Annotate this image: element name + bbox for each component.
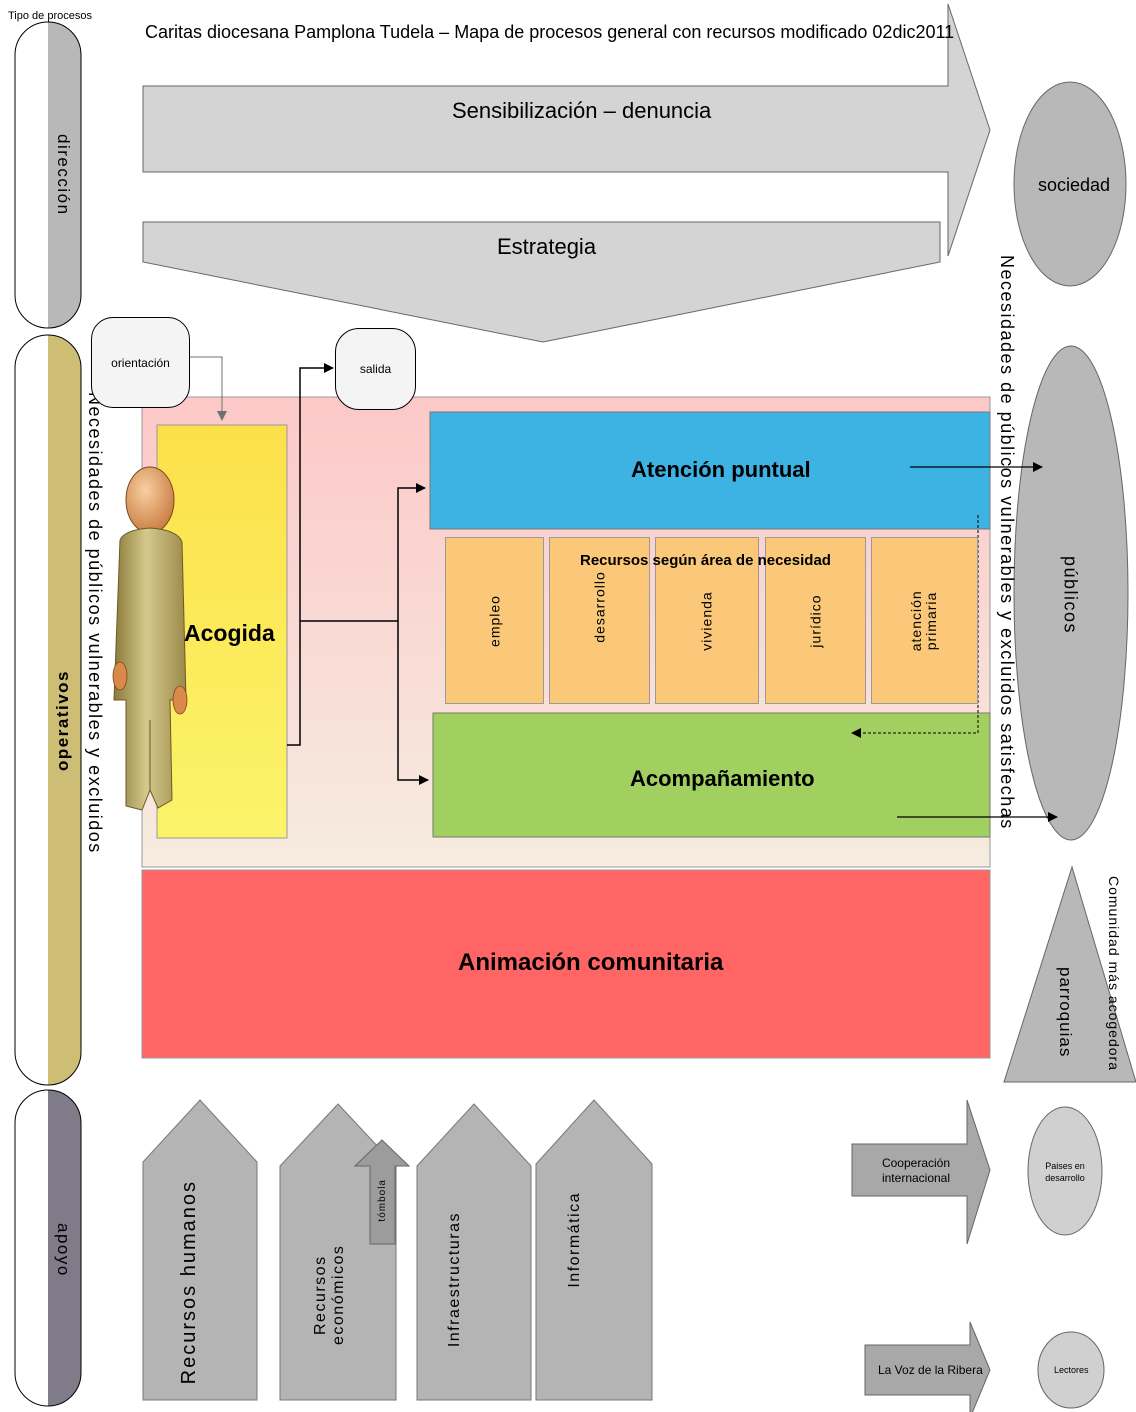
infra-arrow [416,1103,532,1401]
estrategia-chevron [142,221,941,343]
label-direccion: dirección [54,134,73,216]
comunidad-label: Comunidad más acogedora [1106,875,1122,1071]
atencion-label: Atención puntual [631,457,811,482]
publicos-label: públicos [1060,555,1081,635]
resource-box-vivienda: vivienda [655,537,759,704]
needs-left-label: Necesidades de públicos vulnerables y ex… [85,392,105,854]
rrhh-label: Recursos humanos [178,1180,200,1385]
voz-arrow [864,1321,991,1412]
salida-connector [287,363,334,746]
page-title: Caritas diocesana Pamplona Tudela – Mapa… [145,22,955,42]
animacion-box [141,869,991,1059]
paises-label: Paises en desarrollo [1045,1161,1085,1183]
orientacion-connector [190,356,227,421]
needs-right-label: Necesidades de públicos vulnerables y ex… [997,255,1017,830]
parroquias-triangle [1003,865,1136,1083]
atencion-connector [397,483,426,621]
resource-box-juridico: jurídico [765,537,866,704]
orientacion-box: orientación [91,317,190,408]
pill-direccion [14,21,82,329]
estrategia-label: Estrategia [497,234,597,259]
label-apoyo: apoyo [54,1223,73,1277]
label-operativos: operativos [53,669,72,771]
info-label: Informática [566,1192,583,1288]
reco-arrow [279,1103,397,1401]
resource-box-atencion-primaria: atención primaria [871,537,978,704]
recursos-title: Recursos según área de necesidad [580,552,831,569]
acogida-label: Acogida [184,620,275,646]
sensibilizacion-label: Sensibilización – denuncia [452,98,712,123]
tombola-arrow [353,1139,411,1245]
acompanamiento-connector [397,621,429,785]
feedback-connector [851,515,979,738]
person-icon [112,466,188,811]
lectores-ellipse [1037,1331,1105,1409]
animacion-label: Animación comunitaria [458,949,724,976]
salida-box: salida [335,328,416,410]
cooperacion-arrow [851,1099,991,1245]
reco-label: Recursos económicos [312,1244,347,1346]
sociedad-ellipse [1013,81,1127,287]
cooperacion-label: Cooperación internacional [881,1156,951,1185]
orientacion-label: orientación [111,355,170,370]
voz-label: La Voz de la Ribera [878,1363,983,1377]
legend-title: Tipo de procesos [8,10,92,22]
sensibilizacion-arrow [142,3,991,257]
resource-box-desarrollo: desarrollo [549,537,650,704]
rrhh-arrow [142,1099,258,1401]
resource-box-empleo: empleo [445,537,544,704]
acompanamiento-label: Acompañamiento [630,766,815,791]
salida-label: salida [359,362,392,376]
tombola-label: tómbola [377,1178,388,1222]
pill-operativos [14,334,82,1086]
paises-ellipse [1027,1106,1103,1236]
atencion-box [429,411,991,530]
sociedad-label: sociedad [1038,175,1111,195]
acompanamiento-box [432,712,991,838]
info-arrow [535,1099,653,1401]
lectores-label: Lectores [1054,1365,1089,1375]
pill-apoyo [14,1089,82,1407]
infra-label: Infraestructuras [446,1212,463,1348]
parroquias-label: parroquias [1056,967,1075,1058]
